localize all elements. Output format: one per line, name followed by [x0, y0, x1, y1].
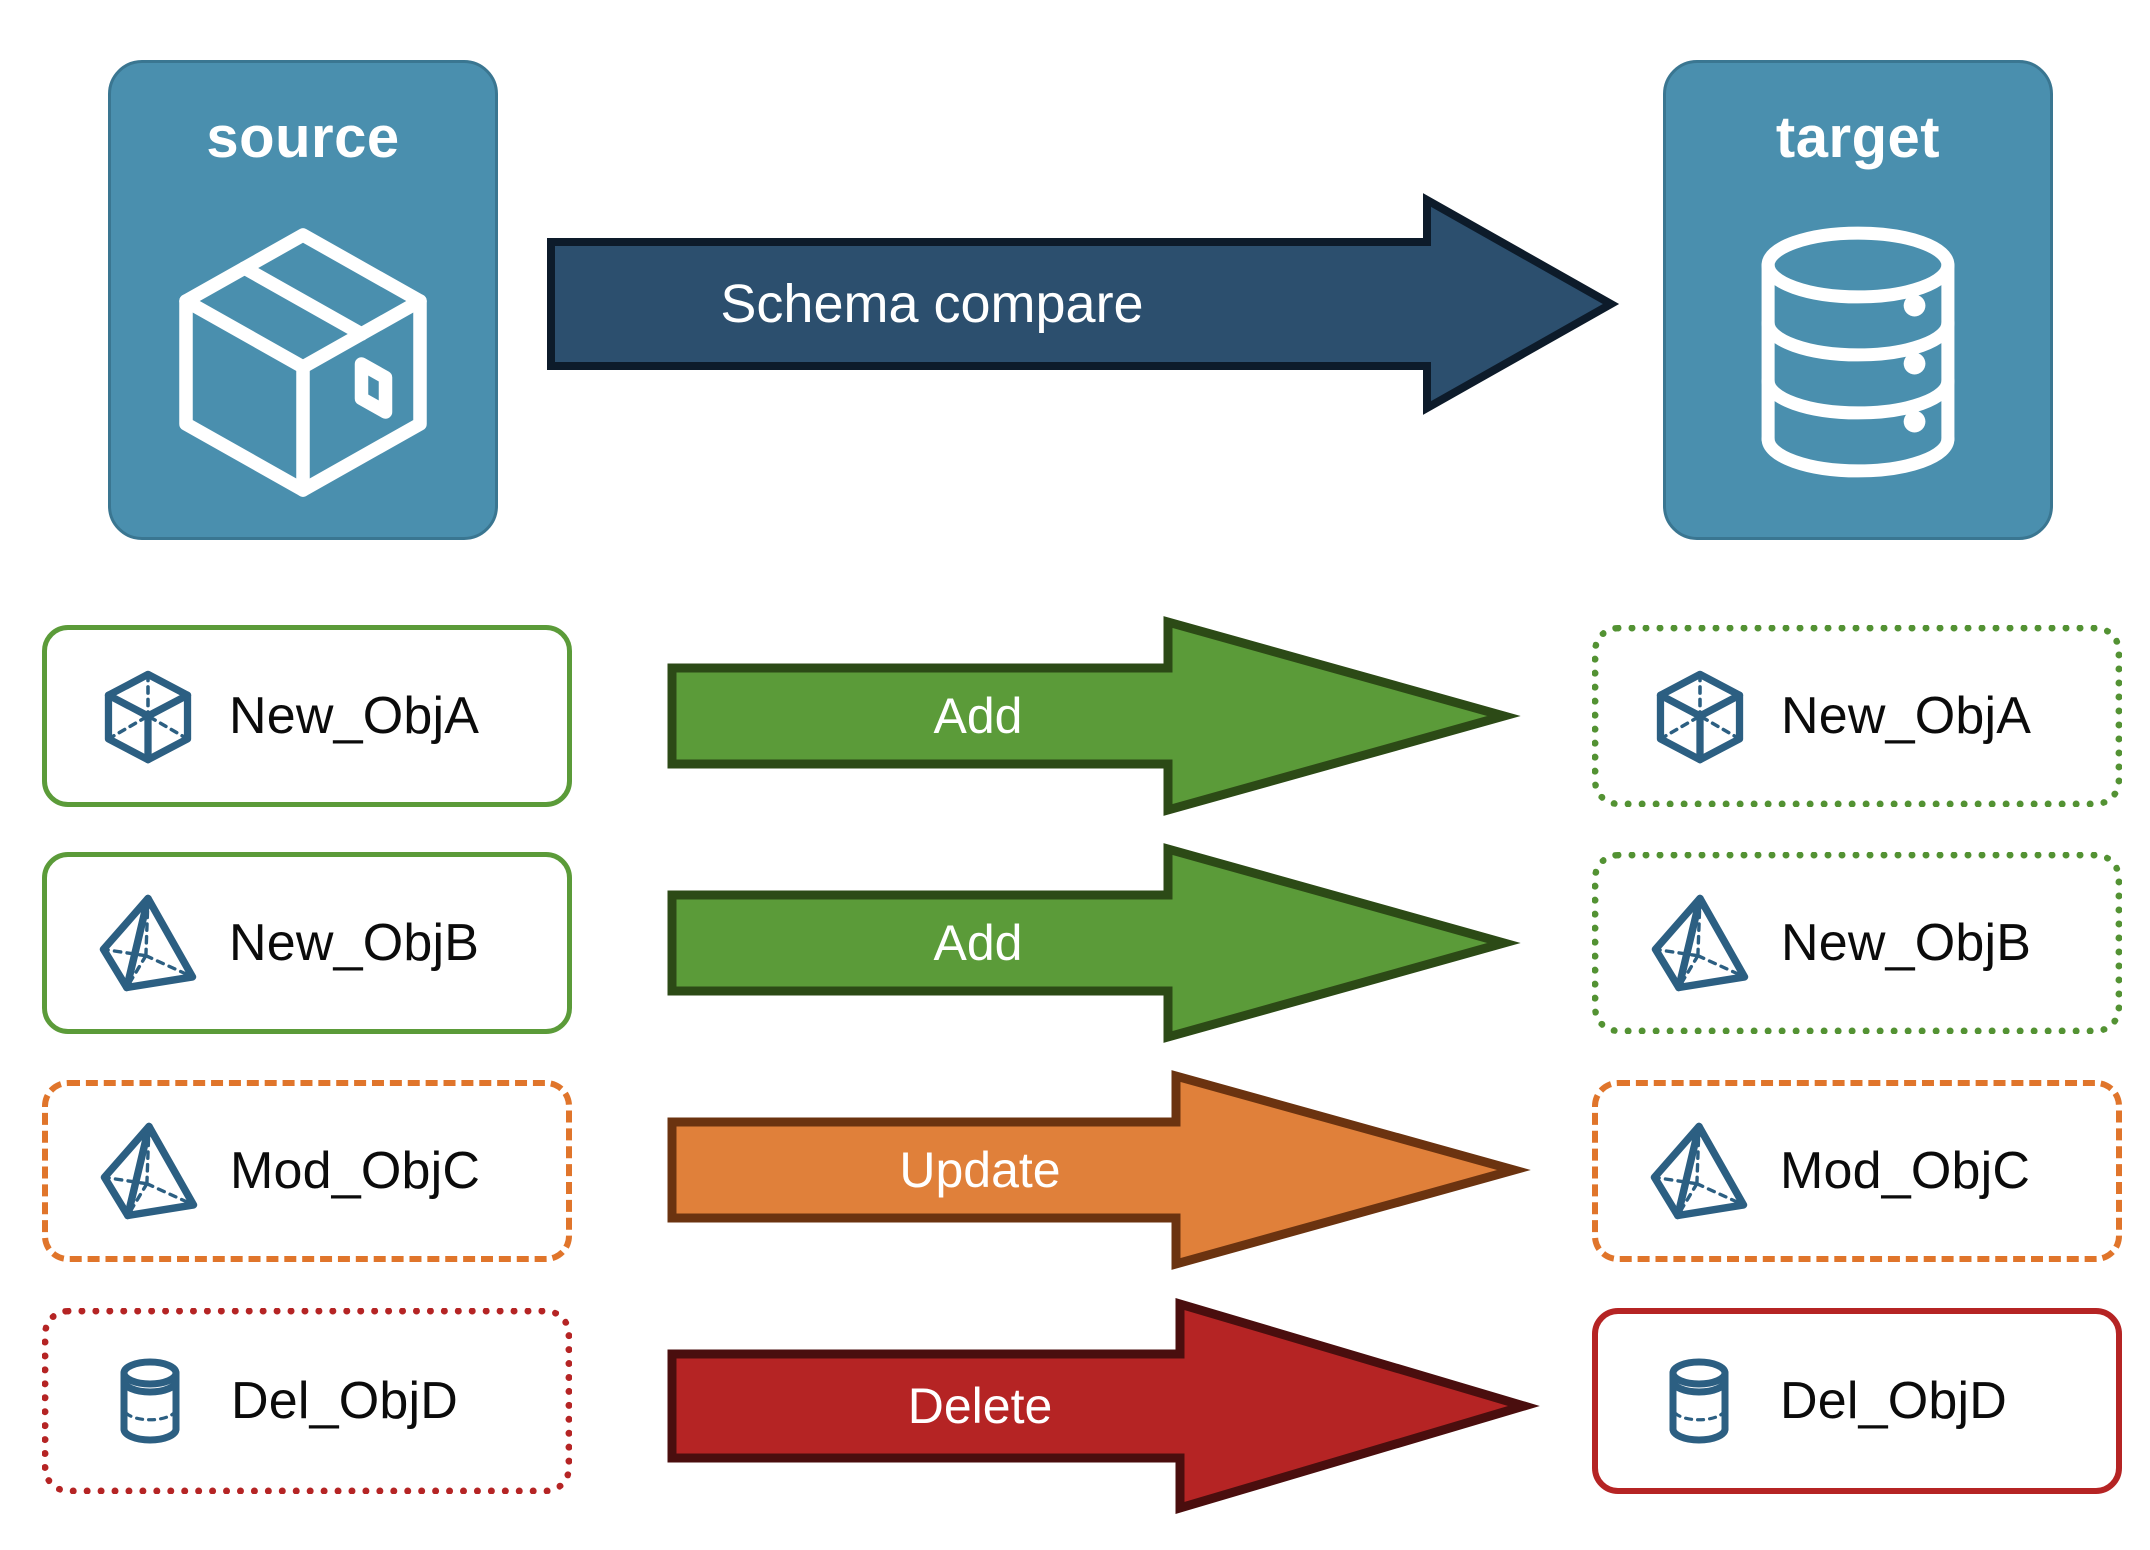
pyramid-icon [90, 1118, 208, 1224]
arrow-delete-label: Delete [907, 1378, 1053, 1434]
arrow-delete: Delete [667, 1297, 1540, 1515]
arrow-update-label: Update [899, 1142, 1061, 1198]
target-object-row-3[interactable]: Mod_ObjC [1592, 1080, 2122, 1262]
source-object-row-4[interactable]: Del_ObjD [42, 1308, 572, 1494]
target-object-label-2: New_ObjB [1781, 914, 2032, 972]
arrow-add-2-label: Add [933, 915, 1023, 971]
endpoint-target-label: target [1775, 105, 1941, 170]
arrow-update: Update [667, 1070, 1531, 1270]
package-box-icon [111, 167, 495, 537]
cylinder-icon [91, 1351, 209, 1451]
cylinder-icon [1640, 1351, 1758, 1451]
source-object-label-1: New_ObjA [229, 687, 480, 745]
target-object-row-2[interactable]: New_ObjB [1592, 852, 2122, 1034]
source-object-row-1[interactable]: New_ObjA [42, 625, 572, 807]
arrow-add-2: Add [667, 843, 1521, 1043]
pyramid-icon [1640, 1118, 1758, 1224]
target-object-label-1: New_ObjA [1781, 687, 2032, 745]
pyramid-icon [89, 890, 207, 996]
target-object-label-3: Mod_ObjC [1780, 1142, 2031, 1200]
pyramid-icon [1641, 890, 1759, 996]
arrow-schema-compare-label: Schema compare [720, 274, 1144, 334]
endpoint-source: source [108, 60, 498, 540]
target-object-row-4[interactable]: Del_ObjD [1592, 1308, 2122, 1494]
cube-icon [89, 664, 207, 768]
source-object-row-3[interactable]: Mod_ObjC [42, 1080, 572, 1262]
cube-icon [1641, 664, 1759, 768]
database-cylinder-icon [1666, 167, 2050, 537]
source-object-label-2: New_ObjB [229, 914, 480, 972]
arrow-add-1: Add [667, 616, 1521, 816]
endpoint-target: target [1663, 60, 2053, 540]
source-object-label-3: Mod_ObjC [230, 1142, 481, 1200]
source-object-label-4: Del_ObjD [231, 1372, 459, 1430]
source-object-row-2[interactable]: New_ObjB [42, 852, 572, 1034]
arrow-schema-compare: Schema compare [547, 193, 1620, 415]
target-object-label-4: Del_ObjD [1780, 1372, 2008, 1430]
endpoint-source-label: source [206, 105, 400, 170]
target-object-row-1[interactable]: New_ObjA [1592, 625, 2122, 807]
arrow-add-1-label: Add [933, 688, 1023, 744]
